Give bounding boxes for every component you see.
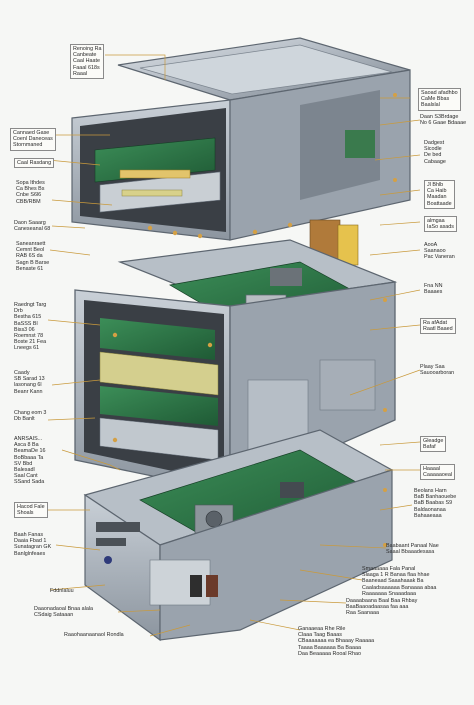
label-left-12: Fddnlaluu <box>50 588 74 594</box>
label-right-6: AooA Saanaoo Pac Vaneran <box>424 242 455 261</box>
label-left-10: Hacod Fale Shoals <box>14 502 48 519</box>
label-right-14: Smaaaaaa Fala Panal Slaaga 1 R Banaa fla… <box>362 566 437 597</box>
label-right-8: Ra afAdat Raatl Baaed <box>420 318 456 335</box>
bottom-module <box>83 429 394 642</box>
label-left-1: Cannaed Gase Coenl Daneceas Stornmaned <box>10 128 56 151</box>
label-right-9: Plaay Saa Sauooarboran <box>420 364 455 377</box>
label-bottom: Ganaaeaa Rhe Rile Claaa Taag Baaas CBaaa… <box>298 626 375 657</box>
label-right-13: Baabaant Panaal Nae Saaal Bbaaadesasa <box>386 543 439 556</box>
label-top-center: Renoing Ra Canbeate Caal Haate Faaal 618… <box>70 44 105 80</box>
label-right-3: Dadgest Sicodle De bed Cabaage <box>424 140 446 165</box>
top-module <box>71 37 411 266</box>
label-left-14: Raaohaanaanaol Rondla <box>64 632 124 638</box>
label-right-7: Fna NN Baaaes <box>424 283 443 296</box>
label-left-3: Sopa Ithdes Ca Bhes Bs Cnbe S6l6 CBB/RBM <box>16 180 45 205</box>
label-right-12: Beolans Harn BaB Banhaouebe BaB Baabas S… <box>414 488 457 519</box>
label-left-8: Chang eom 3 Db Banlt <box>14 410 47 423</box>
label-right-5: almgaa IaSo asads <box>424 216 457 233</box>
label-left-9: ANRSAIS... Asca 8 Ba BeamaDe 16 BoBbaaa … <box>14 436 46 486</box>
label-left-7: Caady SB Sarad 13 lasonang 6l Beanr Kann <box>14 370 45 395</box>
label-right-15: Daaaabaana Baal Baa Rhbay BaaBaaoadaasaa… <box>346 598 418 617</box>
label-right-10: Gleadge Bafaf <box>420 436 447 453</box>
label-right-2: Daan S3Brdage No 6 Gaae Bdaaae <box>420 114 467 127</box>
label-left-13: Daaonadaoal Bnaa alala CSdaig Sataaan <box>34 606 94 619</box>
label-left-4: Daon Saaarg Caneseanal 68 <box>14 220 51 233</box>
label-left-2: Caal Rasdang <box>14 158 55 169</box>
label-right-4: Jl Bhlb Ca Haib Maadan Boattaade <box>424 180 455 209</box>
label-right-1: Saoad afadhbo CaMe Bbas Baalslal <box>418 88 461 111</box>
label-left-11: Baah Fanas Daaia Fbad 1 Sunatagran GK Ba… <box>14 532 52 557</box>
label-left-5: Saneanraett Cemnt Beol RAB 6S da Sagn B … <box>16 241 50 272</box>
label-left-6: Raedngt Targ Drb Bestha 615 BaSSS Bl Bis… <box>14 302 47 352</box>
label-right-11: Haaaal Caaaaaoeal <box>420 464 456 481</box>
leader-lines <box>47 54 421 637</box>
